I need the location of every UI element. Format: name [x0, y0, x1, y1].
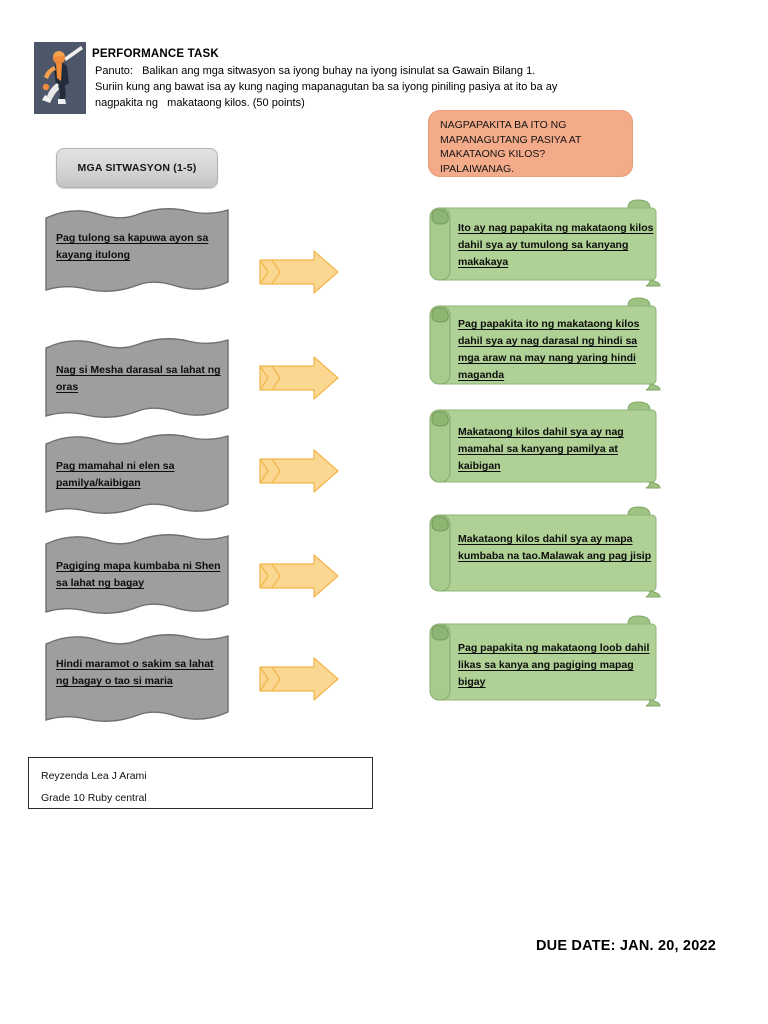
- situations-column-header: MGA SITWASYON (1-5): [56, 148, 218, 188]
- student-info-box: Reyzenda Lea J Arami Grade 10 Ruby centr…: [28, 757, 373, 809]
- answer-text: Makataong kilos dahil sya ay nag mamahal…: [458, 426, 624, 472]
- header-block: PERFORMANCE TASK Panuto: Balikan ang mga…: [34, 42, 694, 120]
- answer-scroll: Makataong kilos dahil sya ay nag mamahal…: [424, 400, 668, 492]
- answer-scroll: Pag papakita ito ng makataong kilos dahi…: [424, 296, 668, 394]
- situation-text: Hindi maramot o sakim sa lahat ng bagay …: [56, 658, 214, 687]
- right-arrow-icon: [258, 248, 340, 296]
- situation-banner: Nag si Mesha darasal sa lahat ng oras: [44, 334, 230, 426]
- student-grade-section: Grade 10 Ruby central: [41, 792, 147, 804]
- page-title: PERFORMANCE TASK: [92, 48, 219, 60]
- answer-text: Pag papakita ng makataong loob dahil lik…: [458, 642, 650, 688]
- header-text-block: PERFORMANCE TASK Panuto: Balikan ang mga…: [92, 47, 692, 111]
- student-name: Reyzenda Lea J Arami: [41, 770, 147, 782]
- right-arrow-icon: [258, 354, 340, 402]
- situation-banner: Pag mamahal ni elen sa pamilya/kaibigan: [44, 430, 230, 522]
- situation-banner: Pagiging mapa kumbaba ni Shen sa lahat n…: [44, 530, 230, 622]
- situation-text: Nag si Mesha darasal sa lahat ng oras: [56, 364, 221, 393]
- answer-scroll: Pag papakita ng makataong loob dahil lik…: [424, 610, 668, 716]
- situation-text: Pag tulong sa kapuwa ayon sa kayang itul…: [56, 232, 209, 261]
- due-date-label: DUE DATE: JAN. 20, 2022: [535, 938, 716, 954]
- answer-text: Makataong kilos dahil sya ay mapa kumbab…: [458, 533, 652, 562]
- question-line-2: MAPANAGUTANG PASIYA AT: [440, 133, 582, 146]
- answer-scroll: Makataong kilos dahil sya ay mapa kumbab…: [424, 505, 668, 601]
- answer-text: Ito ay nag papakita ng makataong kilos d…: [458, 222, 654, 268]
- question-line-3: MAKATAONG KILOS?: [440, 148, 546, 160]
- instruction-line-1: Panuto: Balikan ang mga sitwasyon sa iyo…: [95, 65, 536, 77]
- right-arrow-icon: [258, 447, 340, 495]
- situation-banner: Hindi maramot o sakim sa lahat ng bagay …: [44, 630, 230, 730]
- question-line-4: IPALAIWANAG.: [440, 162, 515, 175]
- volleyball-player-clipart: [34, 42, 86, 114]
- right-arrow-icon: [258, 655, 340, 703]
- answer-scroll: Ito ay nag papakita ng makataong kilos d…: [424, 198, 668, 290]
- question-line-1: NAGPAPAKITA BA ITO NG: [440, 119, 567, 131]
- question-column-header: NAGPAPAKITA BA ITO NG MAPANAGUTANG PASIY…: [428, 110, 633, 177]
- instruction-line-2: Suriin kung ang bawat isa ay kung naging…: [95, 81, 558, 93]
- answer-text: Pag papakita ito ng makataong kilos dahi…: [458, 318, 640, 381]
- situation-text: Pag mamahal ni elen sa pamilya/kaibigan: [56, 460, 175, 489]
- situation-text: Pagiging mapa kumbaba ni Shen sa lahat n…: [56, 560, 221, 589]
- situation-banner: Pag tulong sa kapuwa ayon sa kayang itul…: [44, 204, 230, 300]
- instruction-line-3: nagpakita ng makataong kilos. (50 points…: [95, 97, 305, 109]
- situations-column-header-label: MGA SITWASYON (1-5): [77, 162, 197, 174]
- right-arrow-icon: [258, 552, 340, 600]
